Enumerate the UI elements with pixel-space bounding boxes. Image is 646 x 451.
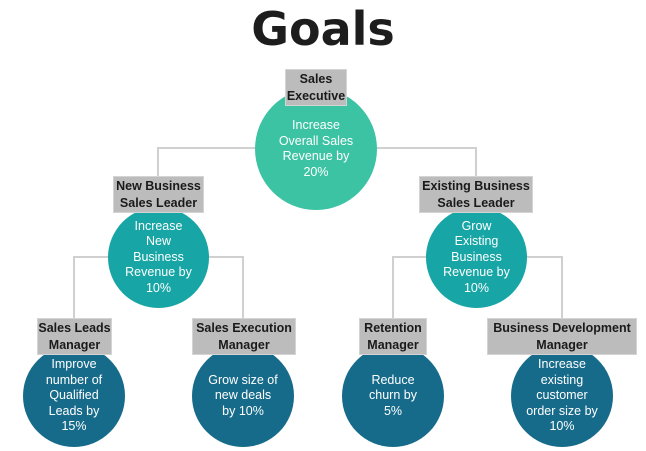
goal-circle-sales-execution-manager: Grow size of new deals by 10% [192, 345, 294, 447]
role-label-sales-leads-manager: Sales Leads Manager [37, 318, 112, 355]
role-label-sales-execution-manager: Sales Execution Manager [192, 318, 296, 355]
diagram-title: Goals [251, 2, 395, 56]
role-label-existing-business-leader: Existing Business Sales Leader [419, 176, 533, 213]
goal-circle-sales-executive: Increase Overall Sales Revenue by 20% [255, 88, 377, 210]
goal-circle-sales-leads-manager: Improve number of Qualified Leads by 15% [23, 345, 125, 447]
goal-circle-existing-business-leader: Grow Existing Business Revenue by 10% [426, 207, 527, 308]
role-label-business-development-manager: Business Development Manager [487, 318, 637, 355]
role-label-new-business-leader: New Business Sales Leader [113, 176, 204, 213]
role-label-retention-manager: Retention Manager [359, 318, 427, 355]
goal-circle-new-business-leader: Increase New Business Revenue by 10% [108, 207, 209, 308]
role-label-sales-executive: Sales Executive [285, 69, 347, 106]
goal-circle-retention-manager: Reduce churn by 5% [342, 345, 444, 447]
goal-circle-business-development-manager: Increase existing customer order size by… [511, 345, 613, 447]
